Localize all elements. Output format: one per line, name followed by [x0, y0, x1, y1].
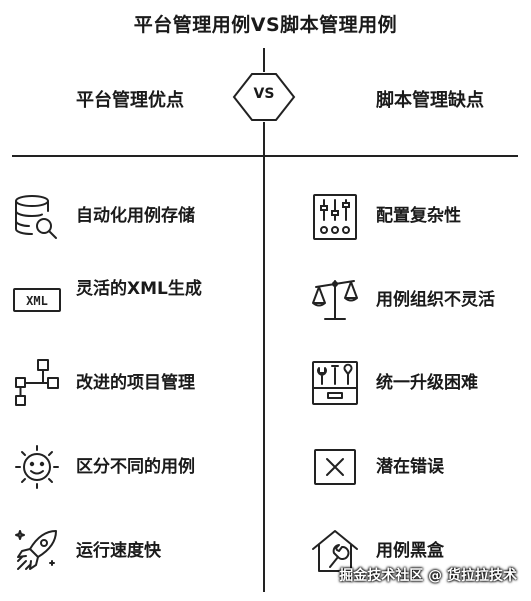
xml-icon-text: XML	[26, 294, 48, 308]
balance-scale-icon	[310, 275, 360, 325]
xml-icon: XML	[12, 275, 62, 325]
right-item-5-label: 用例黑盒	[376, 541, 444, 561]
vs-badge-shape	[232, 73, 296, 121]
right-item-3-label: 统一升级困难	[376, 373, 478, 393]
house-wrench-icon	[310, 525, 360, 575]
left-column-heading: 平台管理优点	[76, 90, 184, 111]
right-item-1-label: 配置复杂性	[376, 206, 461, 226]
center-divider	[263, 122, 265, 592]
left-item-3-label: 改进的项目管理	[76, 373, 195, 393]
x-box-icon	[310, 442, 360, 492]
rocket-icon	[12, 525, 62, 575]
left-item-4-label: 区分不同的用例	[76, 457, 195, 477]
vs-label: VS	[253, 86, 275, 102]
database-search-icon	[12, 192, 62, 242]
right-column-heading: 脚本管理缺点	[376, 90, 484, 111]
toolbox-icon	[310, 358, 360, 408]
left-item-5-label: 运行速度快	[76, 541, 161, 561]
right-item-4-label: 潜在错误	[376, 457, 444, 477]
left-item-2-label: 灵活的XML生成	[76, 279, 202, 299]
sliders-panel-icon	[310, 192, 360, 242]
page-title: 平台管理用例VS脚本管理用例	[133, 14, 398, 36]
header-divider	[12, 155, 518, 157]
center-divider-top	[263, 48, 265, 72]
right-item-2-label: 用例组织不灵活	[376, 290, 495, 310]
smiling-sun-face-icon	[12, 442, 62, 492]
flowchart-icon	[12, 358, 62, 408]
watermark: 掘金技术社区 @ 货拉拉技术	[339, 568, 517, 584]
left-item-1-label: 自动化用例存储	[76, 206, 195, 226]
